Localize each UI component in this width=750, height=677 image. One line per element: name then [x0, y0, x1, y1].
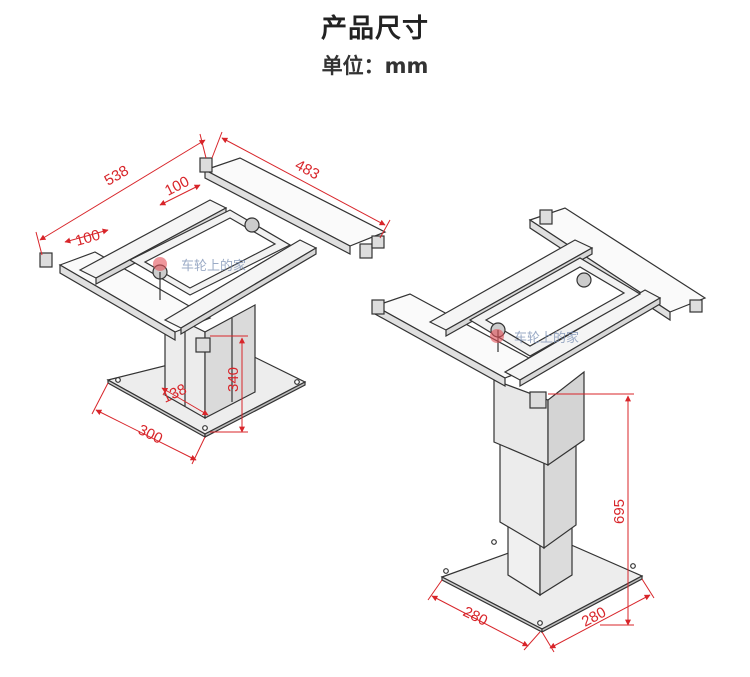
watermark-logo-icon: [153, 257, 167, 271]
left-dimensions: [35, 131, 391, 465]
unit-label: 单位：mm: [321, 54, 429, 78]
dim-538: 538: [102, 162, 132, 189]
dim-100-left: 100: [73, 227, 102, 250]
dim-280-left: 280: [460, 603, 490, 629]
dim-300: 300: [135, 421, 165, 447]
dim-483: 483: [292, 157, 322, 184]
dim-695: 695: [611, 499, 628, 524]
watermark-text-right: 车轮上的家: [514, 330, 579, 346]
left-table-base: [39, 157, 387, 439]
dim-340: 340: [225, 367, 242, 392]
watermark-right: 车轮上的家: [490, 329, 579, 346]
watermark-left: 车轮上的家: [153, 257, 246, 274]
watermark-logo-icon-right: [490, 329, 504, 343]
right-dimensions: [427, 393, 655, 653]
watermark-text-left: 车轮上的家: [181, 258, 246, 274]
dim-100-top: 100: [162, 173, 192, 200]
page-title: 产品尺寸: [320, 14, 429, 44]
right-table-base: [371, 207, 707, 633]
